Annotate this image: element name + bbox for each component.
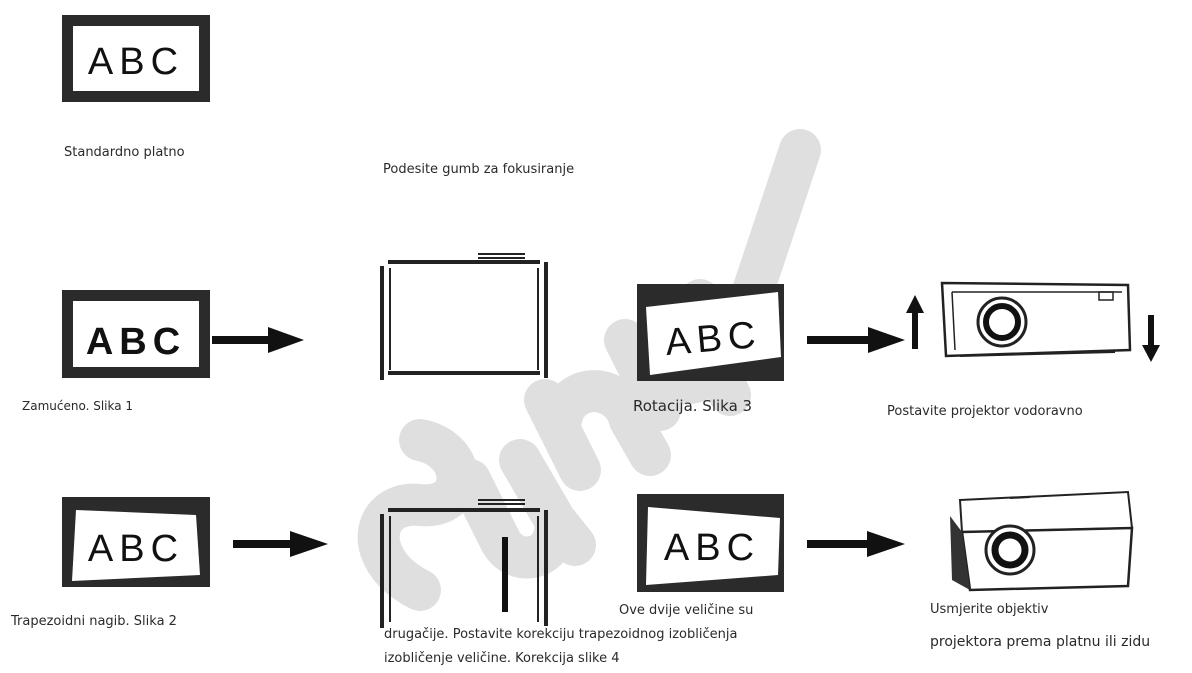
aimed-projector — [950, 490, 1134, 592]
arrow-to-focus — [212, 327, 304, 353]
standard-screen-text: ABC — [88, 41, 184, 83]
keystone-screen-text: ABC — [88, 528, 184, 570]
label-place-level: Postavite projektor vodoravno — [887, 404, 1083, 419]
arrow-to-level-projector — [807, 327, 905, 353]
label-sizes-differ: Ove dvije veličine su — [619, 603, 754, 618]
label-blurred-fig1: Zamućeno. Slika 1 — [22, 399, 134, 413]
keystone-correction-frame — [380, 499, 548, 628]
blurred-screen-text: ABC — [86, 321, 186, 363]
label-aim-lens-1: Usmjerite objektiv — [930, 602, 1049, 617]
label-rotation-fig3: Rotacija. Slika 3 — [633, 397, 753, 415]
arrow-to-keystone-frame — [233, 531, 328, 557]
label-standard-screen: Standardno platno — [64, 145, 185, 160]
label-keystone-fig2: Trapezoidni nagib. Slika 2 — [11, 614, 177, 629]
keystone-corrected-panel: ABC — [637, 494, 784, 592]
keystone-corrected-text: ABC — [664, 527, 760, 569]
focus-adjust-frame — [380, 253, 548, 380]
label-keystone-correction-2: izobličenje veličine. Korekcija slike 4 — [384, 651, 620, 666]
rotated-screen-text: ABC — [664, 314, 763, 364]
blurred-screen-panel: ABC — [62, 290, 210, 378]
label-adjust-focus: Podesite gumb za fokusiranje — [383, 162, 575, 177]
keystone-screen-panel: ABC — [62, 497, 210, 587]
standard-screen-panel: ABC — [62, 15, 210, 102]
rotated-screen-panel: ABC — [637, 284, 784, 381]
arrow-to-aimed-projector — [807, 531, 905, 557]
label-aim-lens-2: projektora prema platnu ili zidu — [930, 634, 1151, 650]
level-projector — [906, 281, 1160, 362]
label-keystone-correction-1: drugačije. Postavite korekciju trapezoid… — [384, 627, 738, 642]
